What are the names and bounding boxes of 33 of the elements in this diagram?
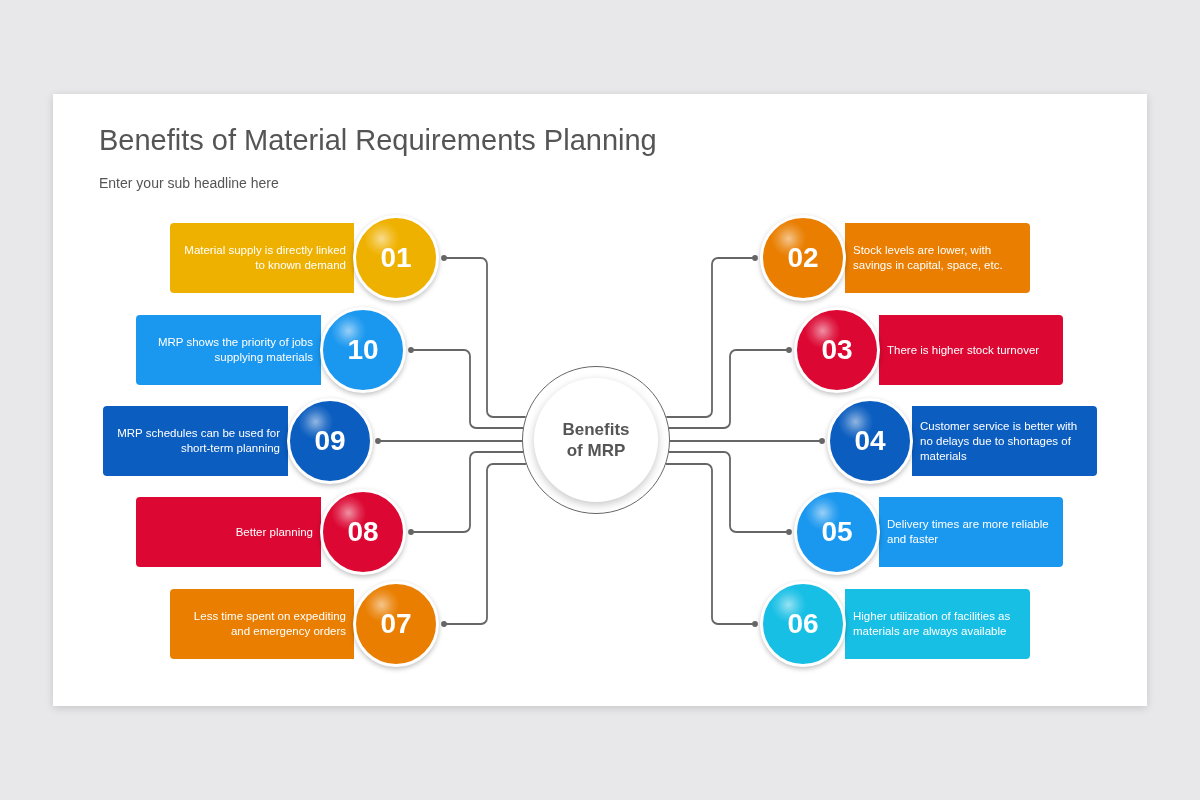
connector-line [441, 255, 527, 418]
benefit-bar [170, 223, 354, 293]
benefit-bar [136, 497, 321, 567]
connector-line [408, 347, 524, 429]
center-label: Benefits of MRP [561, 419, 631, 461]
benefit-text: Stock levels are lower, with savings in capital, space, etc. [853, 243, 1004, 273]
benefit-text: Better planning [235, 524, 313, 540]
benefit-text: Higher utilization of facilities as materials are always available [853, 609, 1012, 639]
benefit-bar [879, 497, 1063, 567]
slide-title: Benefits of Material Requirements Planning [99, 124, 657, 157]
benefit-text: Delivery times are more reliable and faster [887, 517, 1050, 547]
connector-line [441, 463, 527, 627]
benefit-bar [879, 315, 1063, 385]
benefit-bar [912, 406, 1097, 476]
benefit-bar [136, 315, 321, 385]
benefit-text: Customer service is better with no delays due to shortages of materials [920, 418, 1079, 464]
connector-line [408, 451, 524, 535]
connector-line [669, 438, 825, 444]
benefit-bar [170, 589, 354, 659]
connector-line [665, 255, 758, 418]
benefit-text: MRP schedules can be used for short-term planning [116, 426, 280, 456]
benefit-text: Less time spent on expediting and emergency orders [192, 609, 346, 639]
benefit-bar [103, 406, 288, 476]
connector-line [375, 438, 523, 444]
benefit-text: There is higher stock turnover [887, 342, 1040, 358]
connector-line [665, 463, 758, 627]
benefit-bar [845, 589, 1030, 659]
benefit-text: MRP shows the priority of jobs supplying materials [156, 335, 313, 365]
sub-headline: Enter your sub headline here [99, 175, 279, 191]
benefit-bar [845, 223, 1030, 293]
connector-line [668, 451, 792, 535]
connector-line [668, 347, 792, 429]
benefit-text: Material supply is directly linked to known demand [183, 243, 346, 273]
